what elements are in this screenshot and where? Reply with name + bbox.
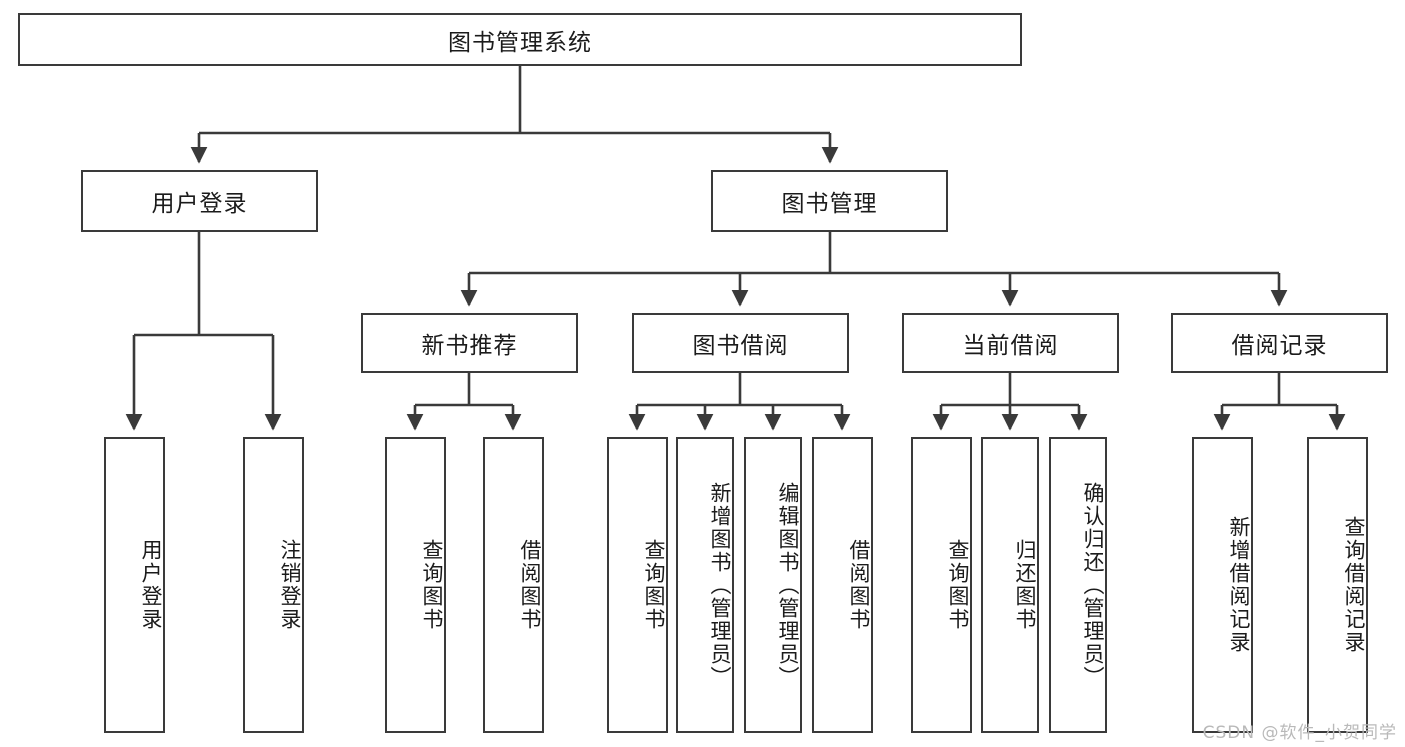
leaf-logout[interactable]: 注销登录: [243, 437, 304, 733]
node-label: 图书管理系统: [448, 29, 592, 56]
leaf-borrow-books-recommend[interactable]: 借阅图书: [483, 437, 544, 733]
node-new-book-recommend[interactable]: 新书推荐: [361, 313, 578, 373]
leaf-query-books-current[interactable]: 查询图书: [911, 437, 972, 733]
node-label: 查询图书: [420, 539, 444, 631]
node-label: 新增借阅记录: [1227, 516, 1251, 654]
node-label: 确认归还（管理员）: [1081, 481, 1105, 689]
node-label: 借阅记录: [1231, 333, 1328, 359]
node-label: 新增图书（管理员）: [708, 481, 732, 689]
node-label: 注销登录: [278, 539, 302, 631]
node-book-borrow[interactable]: 图书借阅: [632, 313, 849, 373]
node-label: 用户登录: [151, 191, 248, 217]
leaf-return-books[interactable]: 归还图书: [981, 437, 1039, 733]
node-book-management[interactable]: 图书管理: [711, 170, 948, 232]
node-root-book-management-system[interactable]: 图书管理系统: [18, 13, 1022, 66]
node-label: 借阅图书: [518, 539, 542, 631]
node-label: 编辑图书（管理员）: [776, 481, 800, 689]
leaf-query-borrow-record[interactable]: 查询借阅记录: [1307, 437, 1368, 733]
leaf-edit-book-admin[interactable]: 编辑图书（管理员）: [744, 437, 802, 733]
leaf-confirm-return-admin[interactable]: 确认归还（管理员）: [1049, 437, 1107, 733]
node-user-login[interactable]: 用户登录: [81, 170, 318, 232]
leaf-add-borrow-record[interactable]: 新增借阅记录: [1192, 437, 1253, 733]
leaf-add-book-admin[interactable]: 新增图书（管理员）: [676, 437, 734, 733]
leaf-borrow-books[interactable]: 借阅图书: [812, 437, 873, 733]
leaf-user-login[interactable]: 用户登录: [104, 437, 165, 733]
node-label: 图书管理: [781, 191, 878, 217]
node-label: 归还图书: [1013, 539, 1037, 631]
node-label: 查询图书: [946, 539, 970, 631]
node-current-borrow[interactable]: 当前借阅: [902, 313, 1119, 373]
watermark-text: CSDN @软件_小贺同学: [1202, 723, 1397, 743]
node-label: 用户登录: [139, 539, 163, 631]
node-label: 当前借阅: [962, 333, 1059, 359]
node-label: 借阅图书: [847, 539, 871, 631]
node-borrow-records[interactable]: 借阅记录: [1171, 313, 1388, 373]
node-label: 查询借阅记录: [1342, 516, 1366, 654]
leaf-query-books-borrow[interactable]: 查询图书: [607, 437, 668, 733]
leaf-query-books-recommend[interactable]: 查询图书: [385, 437, 446, 733]
node-label: 新书推荐: [421, 333, 518, 359]
node-label: 查询图书: [642, 539, 666, 631]
node-label: 图书借阅: [692, 333, 789, 359]
